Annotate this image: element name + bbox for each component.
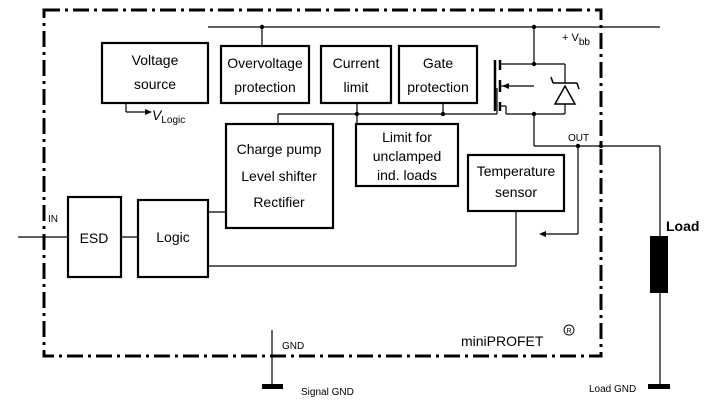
junction-dots <box>259 24 604 149</box>
chip-boundary <box>42 8 603 358</box>
load-resistor <box>650 236 668 293</box>
load-label: Load <box>666 218 699 234</box>
gate-protection-block: Gate protection <box>397 44 479 105</box>
voltage-source-block: Voltage source <box>100 41 210 105</box>
current-limit-line-2: limit <box>344 79 369 95</box>
power-mosfet <box>493 60 534 114</box>
esd-block: ESD <box>66 195 123 279</box>
body-diode <box>550 74 580 105</box>
load-ground-symbol <box>648 384 670 389</box>
voltage-source-line-2: source <box>134 76 176 92</box>
vlogic-label: VLogic <box>152 107 185 126</box>
temperature-sensor-block: Temperature sensor <box>466 153 566 213</box>
temperature-line-1: Temperature <box>477 163 556 179</box>
vbb-label: + Vbb <box>562 32 590 48</box>
load-gnd-label: Load GND <box>589 384 636 395</box>
temperature-line-2: sensor <box>495 184 537 200</box>
gate-protection-line-2: protection <box>407 79 468 95</box>
in-pin-label: IN <box>48 214 58 225</box>
charge-pump-line-2: Level shifter <box>241 168 317 184</box>
vlogic-arrowhead <box>145 109 152 115</box>
overvoltage-line-2: protection <box>234 79 295 95</box>
esd-label: ESD <box>80 230 109 246</box>
out-pin-label: OUT <box>568 133 589 144</box>
logic-label: Logic <box>156 229 189 245</box>
logic-block: Logic <box>136 198 210 279</box>
overvoltage-line-1: Overvoltage <box>227 55 303 71</box>
signal-gnd-label: Signal GND <box>301 387 354 398</box>
unclamped-line-1: Limit for <box>382 129 432 145</box>
gate-protection-line-1: Gate <box>423 55 454 71</box>
registered-mark: R <box>563 324 575 336</box>
charge-pump-line-3: Rectifier <box>253 194 305 210</box>
signal-ground-symbol <box>262 384 283 389</box>
svg-text:R: R <box>566 328 571 335</box>
voltage-source-line-1: Voltage <box>132 52 179 68</box>
current-limit-line-1: Current <box>333 55 380 71</box>
unclamped-line-2: unclamped <box>373 148 442 164</box>
brand-label: miniPROFET <box>461 333 544 349</box>
gnd-pin-label: GND <box>282 341 304 352</box>
unclamped-loads-block: Limit for unclamped ind. loads <box>354 122 460 188</box>
current-limit-block: Current limit <box>319 44 393 105</box>
overvoltage-protection-block: Overvoltage protection <box>219 44 311 105</box>
unclamped-line-3: ind. loads <box>377 167 437 183</box>
charge-pump-line-1: Charge pump <box>237 141 322 157</box>
charge-pump-block: Charge pump Level shifter Rectifier <box>224 122 335 230</box>
temperature-sense-arrowhead <box>539 231 546 237</box>
wiring <box>18 26 661 384</box>
